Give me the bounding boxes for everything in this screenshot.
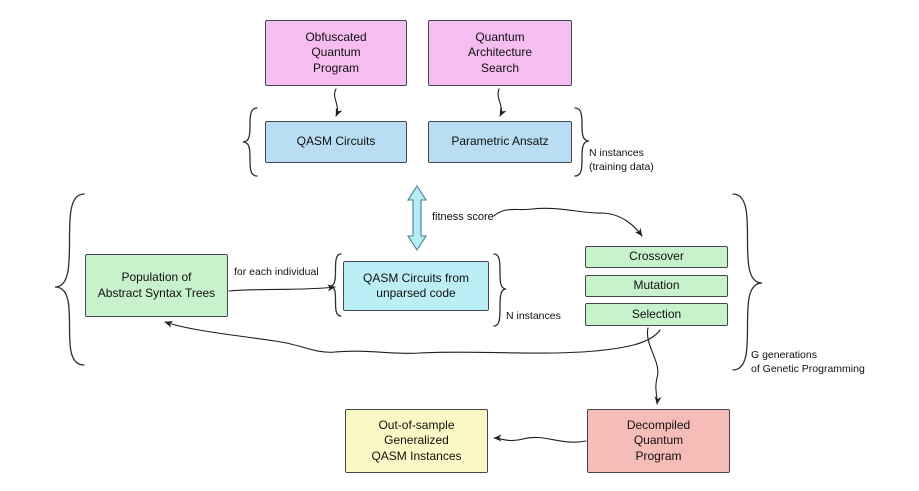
arrow-population-to-unparsed: [228, 284, 336, 292]
generation-left-brace: [54, 193, 85, 366]
crossover-box: Crossover: [585, 246, 728, 268]
out-of-sample-label: Out-of-sample Generalized QASM Instances: [371, 417, 462, 463]
mutation-box: Mutation: [585, 275, 728, 297]
generation-right-brace: [732, 193, 763, 371]
decompiled-quantum-program-label: Decompiled Quantum Program: [626, 417, 691, 463]
top-right-brace: [574, 107, 590, 177]
qasm-circuits-box: QASM Circuits: [265, 121, 407, 163]
out-of-sample-box: Out-of-sample Generalized QASM Instances: [345, 409, 488, 473]
n-instances-training-label: N instances (training data): [589, 147, 654, 173]
arrow-selection-to-population: [164, 321, 661, 354]
arrow-selection-to-decompiled: [646, 327, 662, 405]
qasm-circuits-label: QASM Circuits: [296, 134, 376, 149]
quantum-architecture-search-label: Quantum Architecture Search: [467, 29, 533, 75]
selection-box: Selection: [585, 303, 728, 326]
arrow-search-to-ansatz: [497, 88, 507, 117]
population-ast-label: Population of Abstract Syntax Trees: [97, 270, 216, 300]
arrow-obfuscated-to-qasm: [334, 88, 343, 117]
decompiled-quantum-program-box: Decompiled Quantum Program: [587, 409, 730, 473]
fitness-score-label: fitness score: [432, 211, 494, 223]
obfuscated-quantum-program-label: Obfuscated Quantum Program: [305, 29, 367, 75]
arrow-decompiled-to-outofsample: [493, 434, 587, 443]
unparsed-right-brace: [493, 253, 507, 327]
parametric-ansatz-box: Parametric Ansatz: [428, 121, 572, 163]
qasm-circuits-unparsed-box: QASM Circuits from unparsed code: [343, 261, 489, 311]
g-generations-label: G generations of Genetic Programming: [751, 349, 865, 375]
arrow-fitness-to-crossover: [493, 207, 643, 237]
for-each-individual-label: for each individual: [234, 266, 319, 278]
quantum-architecture-search-box: Quantum Architecture Search: [428, 20, 572, 86]
n-instances-label: N instances: [506, 310, 561, 322]
obfuscated-quantum-program-box: Obfuscated Quantum Program: [265, 20, 407, 86]
top-left-brace: [242, 107, 258, 177]
qasm-circuits-unparsed-label: QASM Circuits from unparsed code: [362, 270, 469, 300]
unparsed-left-brace: [329, 253, 342, 317]
fitness-double-arrow: [406, 184, 428, 252]
crossover-label: Crossover: [629, 249, 684, 264]
selection-label: Selection: [631, 306, 682, 321]
parametric-ansatz-label: Parametric Ansatz: [451, 134, 549, 149]
population-ast-box: Population of Abstract Syntax Trees: [85, 254, 228, 317]
mutation-label: Mutation: [633, 278, 680, 293]
